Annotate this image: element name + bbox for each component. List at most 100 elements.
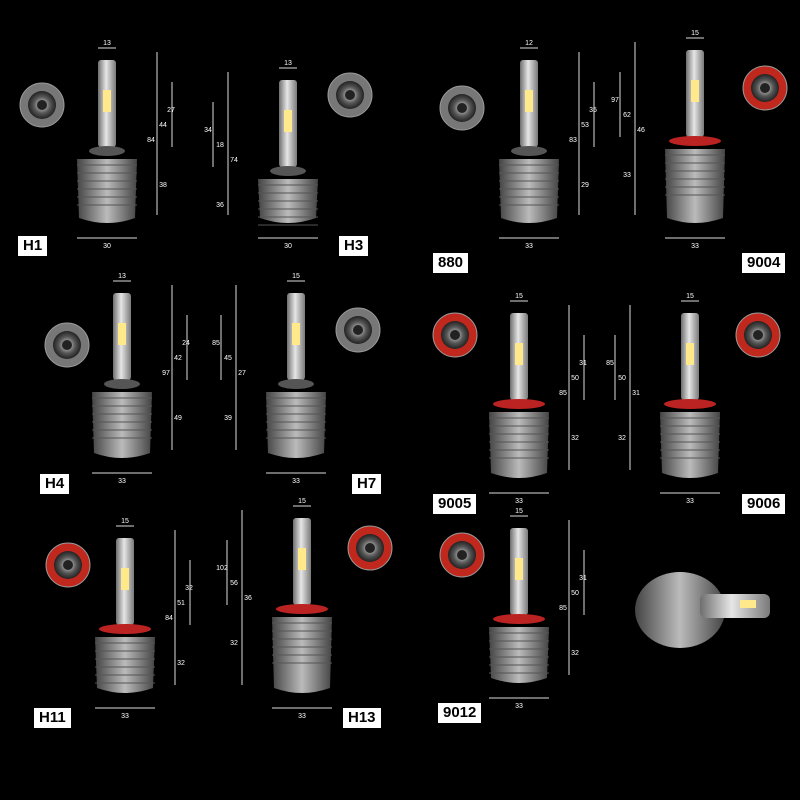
dimension-value: 30 (284, 243, 292, 250)
dimension-value: 50 (571, 375, 579, 382)
dimension-value: 97 (162, 370, 170, 377)
dimension-value: 39 (224, 415, 232, 422)
label-9005: 9005 (433, 494, 477, 514)
led-chip (525, 90, 533, 112)
dimension-value: 15 (691, 30, 699, 37)
dimension-value: 85 (606, 360, 614, 367)
dimension-value: 85 (559, 390, 567, 397)
heatsink-body (489, 412, 549, 478)
dimension-value: 30 (103, 243, 111, 250)
dimension-value: 45 (224, 355, 232, 362)
connector-ring-icon (335, 307, 381, 353)
heatsink-body (665, 149, 725, 223)
led-chip (292, 323, 300, 345)
dimension-value: 29 (581, 182, 589, 189)
dimension-value: 33 (623, 172, 631, 179)
dimension-value: 51 (177, 600, 185, 607)
dimension-value: 27 (167, 107, 175, 114)
dimension-value: 36 (244, 595, 252, 602)
led-chip (284, 110, 292, 132)
dimension-value: 97 (611, 97, 619, 104)
dimension-value: 56 (230, 580, 238, 587)
heatsink-body (92, 392, 152, 458)
bulb-h4: 13 24 42 97 49 33 (44, 273, 190, 485)
label-9006: 9006 (742, 494, 786, 514)
dimension-value: 34 (204, 127, 212, 134)
dimension-value: 53 (581, 122, 589, 129)
heatsink-body (660, 412, 720, 478)
heatsink-body (489, 627, 549, 683)
led-chip (121, 568, 129, 590)
bulb-880: 12 35 53 83 29 33 (439, 40, 597, 250)
dimension-value: 50 (571, 590, 579, 597)
dimension-value: 24 (182, 340, 190, 347)
dimension-value: 15 (292, 273, 300, 280)
dimension-value: 35 (589, 107, 597, 114)
dimension-value: 83 (569, 137, 577, 144)
dimension-value: 12 (525, 40, 533, 47)
dimension-value: 33 (515, 703, 523, 710)
dimension-lines: 12 35 53 83 29 33 (499, 40, 597, 250)
dimension-value: 62 (623, 112, 631, 119)
dimension-value: 15 (515, 293, 523, 300)
dimension-value: 102 (216, 565, 228, 572)
led-chip (515, 343, 523, 365)
connector-ring-icon (439, 532, 485, 578)
dimension-value: 33 (118, 478, 126, 485)
connector-ring-icon (735, 312, 781, 358)
dimension-value: 74 (230, 157, 238, 164)
heatsink-body (499, 159, 559, 223)
dimension-value: 46 (637, 127, 645, 134)
dimension-value: 15 (686, 293, 694, 300)
dimension-value: 33 (525, 243, 533, 250)
label-h4: H4 (40, 474, 70, 494)
dimension-value: 13 (118, 273, 126, 280)
dimension-value: 13 (103, 40, 111, 47)
dimension-value: 33 (121, 713, 129, 720)
dimension-value: 33 (515, 498, 523, 505)
heatsink-body (77, 159, 137, 223)
dimension-lines: 15 97 62 46 33 33 (611, 30, 725, 250)
dimension-value: 84 (147, 137, 155, 144)
led-chip (298, 548, 306, 570)
dimension-value: 32 (571, 650, 579, 657)
led-chip (691, 80, 699, 102)
dimension-value: 49 (174, 415, 182, 422)
label-880: 880 (433, 253, 469, 273)
dimension-value: 33 (691, 243, 699, 250)
dimension-value: 33 (686, 498, 694, 505)
connector-ring-icon (347, 525, 393, 571)
bulb-h13: 15 102 56 36 32 33 (216, 498, 393, 720)
dimension-value: 42 (174, 355, 182, 362)
led-chip (515, 558, 523, 580)
dimension-lines: 13 24 42 97 49 33 (92, 273, 190, 485)
connector-ring-icon (44, 322, 90, 368)
dimension-value: 15 (121, 518, 129, 525)
dimension-value: 31 (579, 575, 587, 582)
bulb-showcase (635, 572, 770, 648)
led-stem (700, 594, 770, 618)
dimension-value: 36 (216, 202, 224, 209)
dimension-value: 33 (298, 713, 306, 720)
label-9012: 9012 (438, 703, 482, 723)
connector-ring-icon (327, 72, 373, 118)
connector-ring-icon (45, 542, 91, 588)
heatsink-body (266, 392, 326, 458)
connector-ring-icon (742, 65, 788, 111)
dimension-value: 18 (216, 142, 224, 149)
dimension-value: 38 (159, 182, 167, 189)
dimension-value: 15 (298, 498, 306, 505)
dimension-value: 32 (185, 585, 193, 592)
dimension-value: 32 (618, 435, 626, 442)
dimension-value: 32 (230, 640, 238, 647)
dimension-value: 85 (559, 605, 567, 612)
